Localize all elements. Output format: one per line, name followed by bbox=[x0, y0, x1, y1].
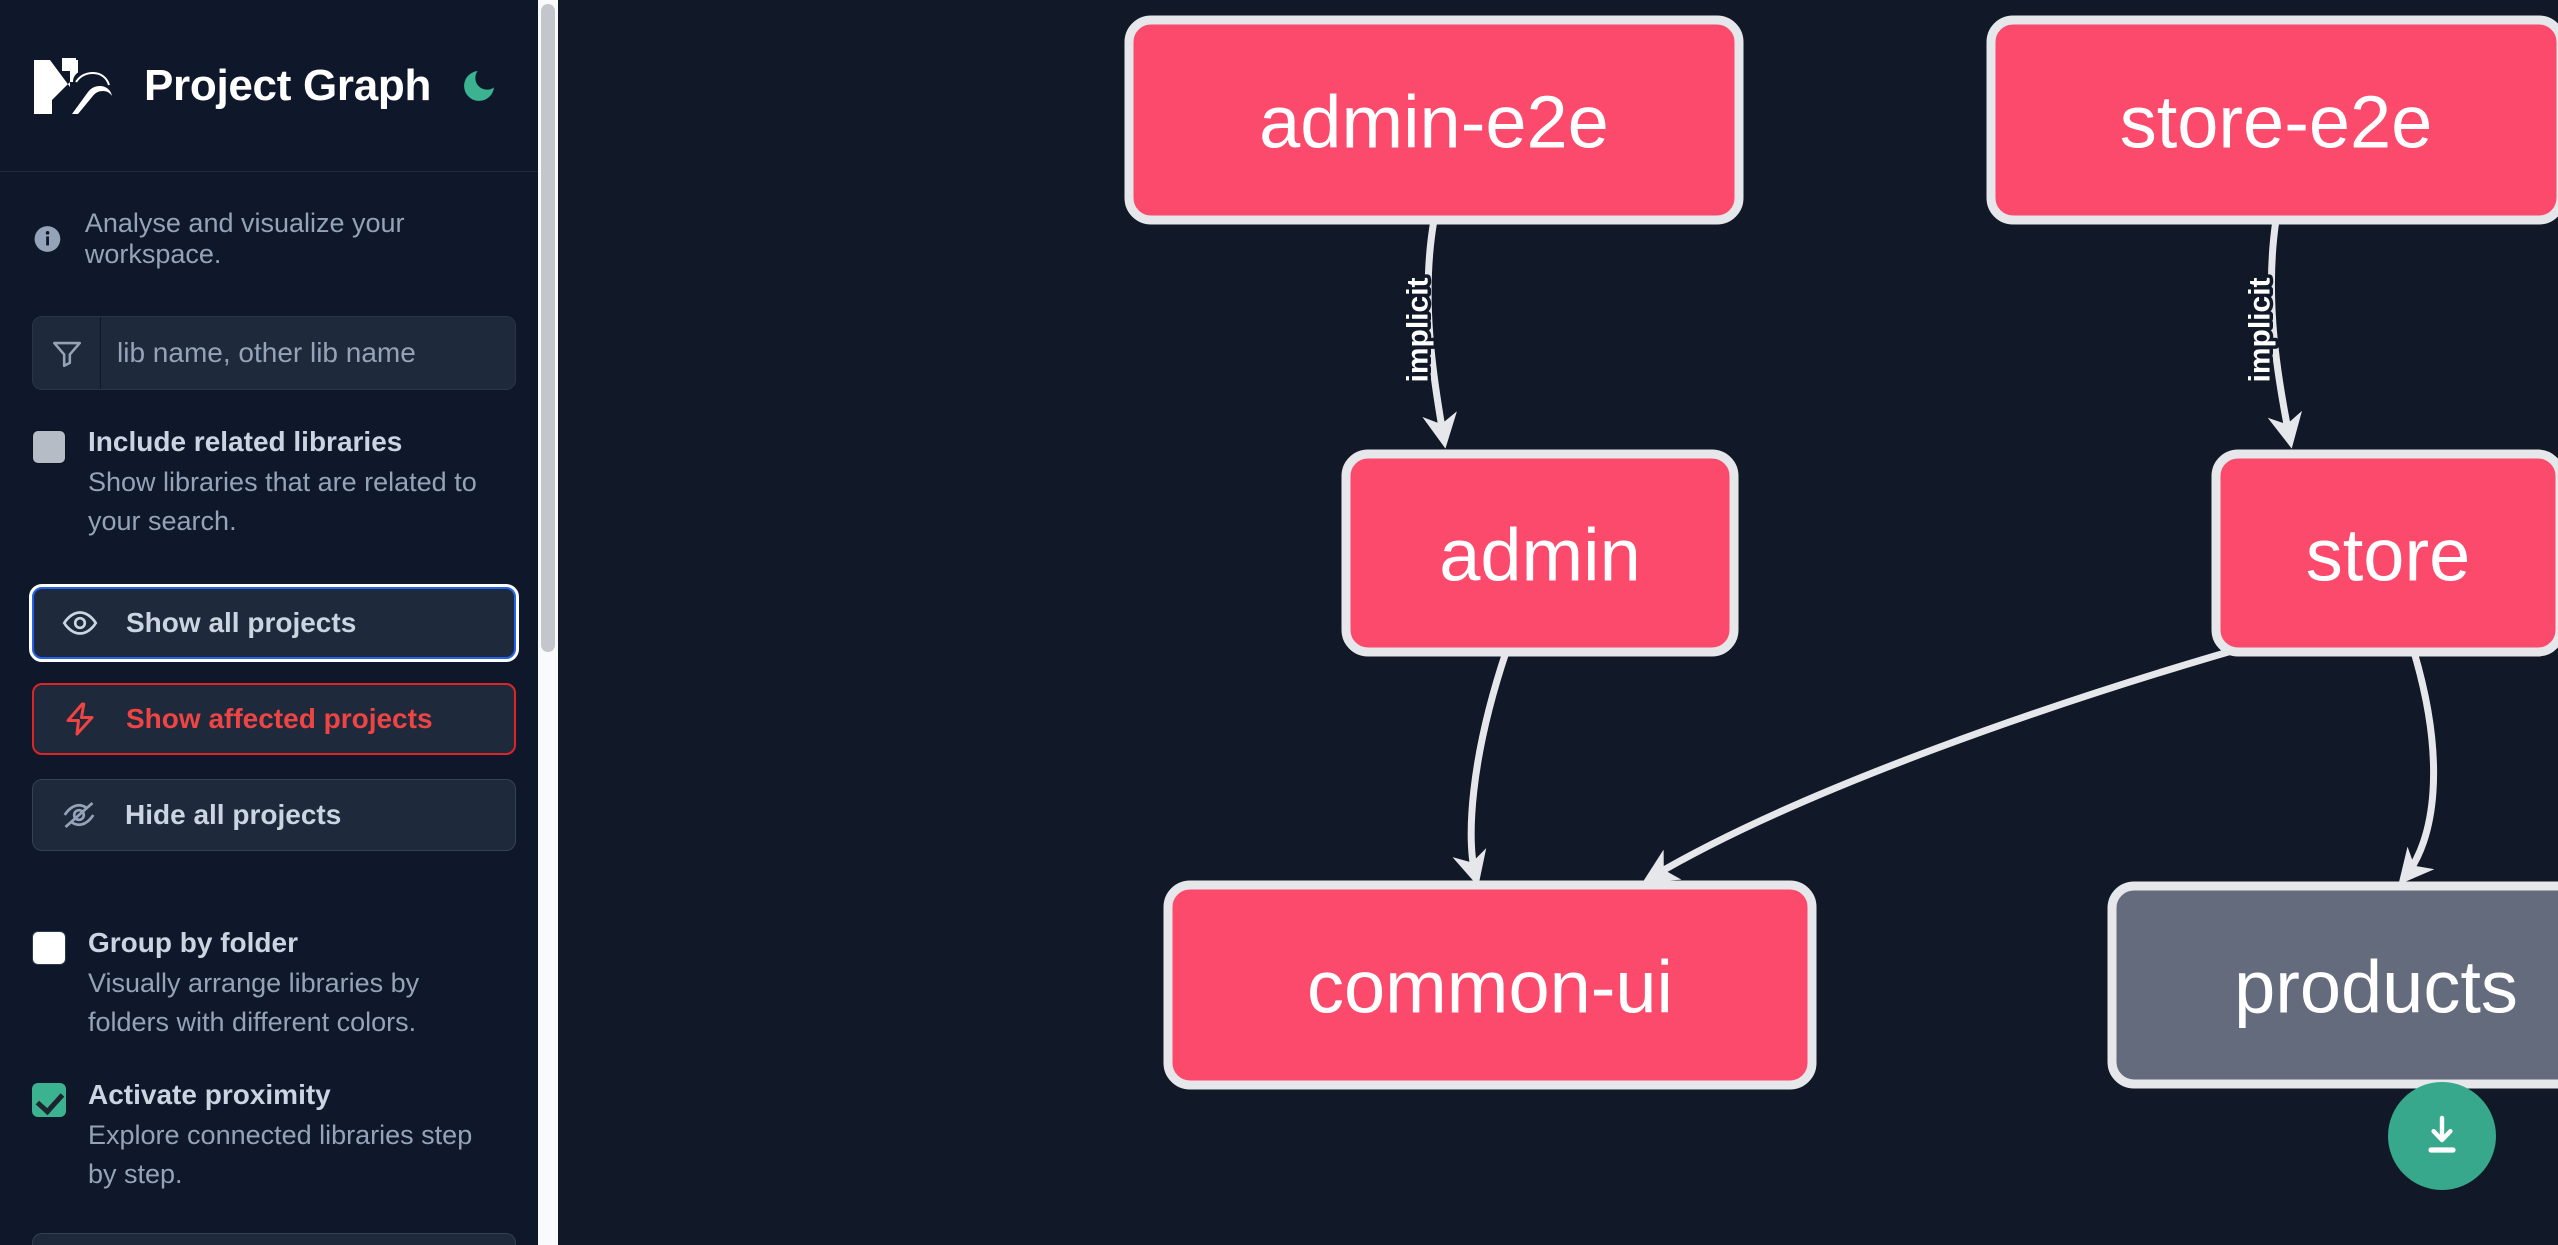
visibility-button-group: Show all projects Show affected projects bbox=[29, 584, 519, 852]
download-button[interactable] bbox=[2388, 1082, 2496, 1190]
edge-store-to-common-ui bbox=[1642, 636, 2271, 883]
sidebar-header: Project Graph bbox=[0, 0, 538, 172]
include-related-libraries-checkbox[interactable] bbox=[32, 430, 66, 464]
hide-all-projects-button[interactable]: Hide all projects bbox=[32, 779, 516, 852]
nx-logo-icon bbox=[32, 56, 116, 116]
show-all-projects-button[interactable]: Show all projects bbox=[29, 584, 519, 663]
eye-icon bbox=[60, 605, 100, 641]
svg-text:admin-e2e: admin-e2e bbox=[1259, 81, 1609, 164]
option-include-related-libraries[interactable]: Include related libraries Show libraries… bbox=[32, 424, 506, 541]
filter-icon bbox=[33, 317, 101, 389]
graph-canvas[interactable]: implicit implicit admin-e2e store-e2e ad… bbox=[558, 0, 2558, 1245]
option-description: Explore connected libraries step by step… bbox=[88, 1119, 473, 1189]
option-description: Show libraries that are related to your … bbox=[88, 467, 477, 537]
info-icon bbox=[34, 226, 61, 252]
option-label: Group by folder bbox=[88, 927, 298, 959]
graph-edges bbox=[1422, 219, 2438, 887]
graph-nodes: admin-e2e store-e2e admin store common-u… bbox=[1124, 15, 2558, 1090]
edge-label-implicit-admin: implicit bbox=[1402, 277, 1435, 382]
button-label: Show affected projects bbox=[126, 703, 433, 735]
edge-admin-e2e-to-admin bbox=[1422, 219, 1457, 449]
sidebar-scrollbar-track[interactable] bbox=[538, 0, 558, 1245]
search-input[interactable] bbox=[101, 317, 515, 389]
node-store-e2e[interactable]: store-e2e bbox=[1986, 15, 2558, 225]
option-group-by-folder[interactable]: Group by folder Visually arrange librari… bbox=[32, 925, 506, 1042]
project-graph-svg[interactable]: implicit implicit admin-e2e store-e2e ad… bbox=[558, 0, 2558, 1245]
search-filter-row[interactable] bbox=[32, 316, 516, 390]
node-common-ui[interactable]: common-ui bbox=[1163, 880, 1817, 1090]
button-label: Show all projects bbox=[126, 607, 357, 639]
option-activate-proximity[interactable]: Activate proximity Explore connected lib… bbox=[32, 1077, 506, 1194]
node-admin-e2e[interactable]: admin-e2e bbox=[1124, 15, 1744, 225]
node-store[interactable]: store bbox=[2211, 449, 2558, 657]
edge-store-e2e-to-store bbox=[2267, 219, 2303, 449]
sidebar-scrollbar-thumb[interactable] bbox=[541, 4, 555, 652]
group-by-folder-checkbox[interactable] bbox=[32, 931, 66, 966]
option-description: Visually arrange libraries by folders wi… bbox=[88, 968, 420, 1038]
node-admin[interactable]: admin bbox=[1341, 449, 1739, 657]
option-label: Activate proximity bbox=[88, 1078, 331, 1110]
activate-proximity-checkbox[interactable] bbox=[32, 1082, 66, 1117]
svg-text:common-ui: common-ui bbox=[1307, 946, 1673, 1029]
sidebar-bottom-panel-peek[interactable] bbox=[32, 1233, 516, 1245]
workspace-tagline: Analyse and visualize your workspace. bbox=[0, 172, 538, 290]
svg-text:admin: admin bbox=[1439, 514, 1641, 597]
lightning-bolt-icon bbox=[60, 701, 100, 737]
button-label: Hide all projects bbox=[125, 799, 342, 831]
edge-admin-to-common-ui bbox=[1452, 650, 1510, 887]
svg-text:products: products bbox=[2234, 946, 2518, 1029]
svg-text:store-e2e: store-e2e bbox=[2120, 81, 2433, 164]
option-label: Include related libraries bbox=[88, 426, 403, 457]
edge-store-to-products bbox=[2398, 651, 2438, 885]
page-title: Project Graph bbox=[144, 60, 432, 110]
edge-labels: implicit implicit bbox=[1398, 274, 2280, 386]
download-icon bbox=[2428, 1115, 2456, 1153]
edge-label-implicit-store: implicit bbox=[2244, 277, 2277, 382]
moon-icon[interactable] bbox=[459, 62, 499, 110]
show-affected-projects-button[interactable]: Show affected projects bbox=[32, 683, 516, 756]
svg-text:store: store bbox=[2306, 514, 2471, 597]
sidebar: Project Graph Analyse and visualize your… bbox=[0, 0, 558, 1245]
eye-off-icon bbox=[59, 797, 99, 833]
tagline-text: Analyse and visualize your workspace. bbox=[84, 208, 405, 269]
node-products[interactable]: products bbox=[2107, 881, 2558, 1089]
